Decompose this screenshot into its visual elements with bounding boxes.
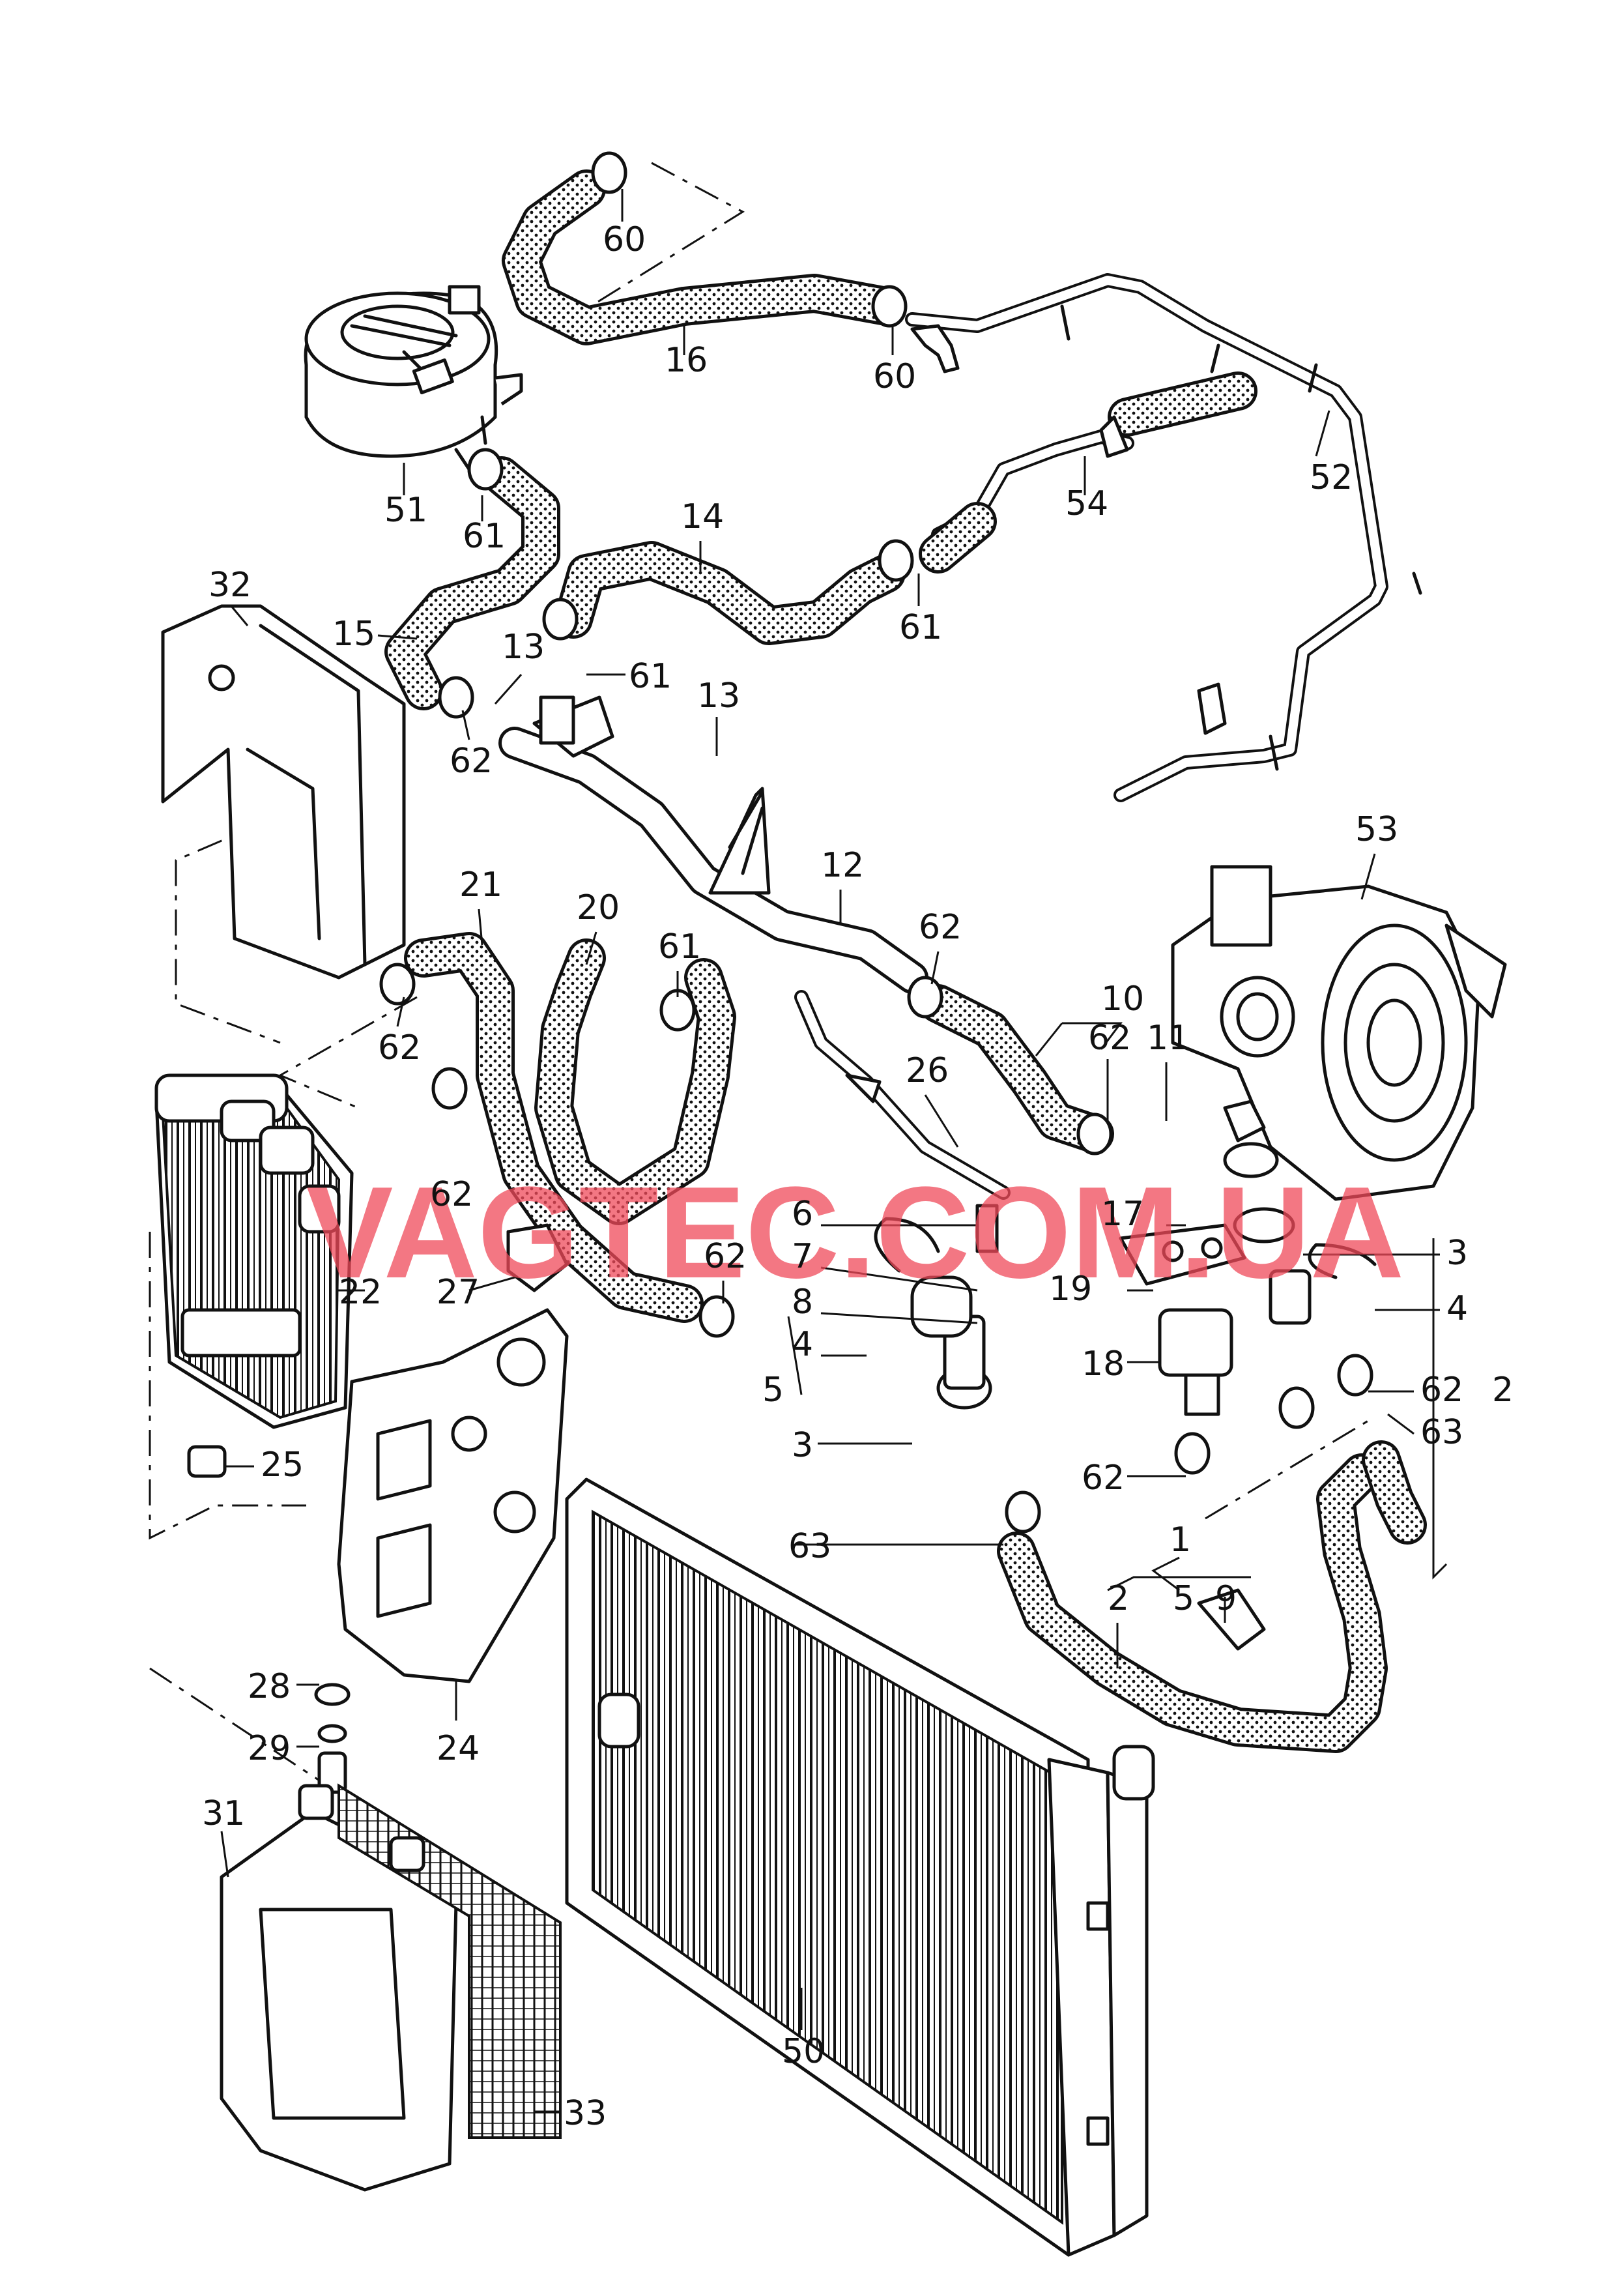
leader-lines	[220, 189, 1448, 2113]
mounting-bracket	[337, 1308, 569, 1683]
callout-label: 31	[202, 1794, 245, 1833]
callout-label: 4	[1446, 1289, 1468, 1328]
callout-label: 20	[577, 888, 620, 927]
callout-label: 5	[1173, 1579, 1194, 1618]
callout-label: 61	[899, 608, 942, 647]
callout-label: 6	[792, 1195, 813, 1234]
callout-label: 51	[384, 491, 427, 530]
callout-label: 27	[437, 1273, 480, 1312]
small-parts	[187, 1142, 1377, 1957]
callout-label: 61	[658, 927, 701, 966]
callout-label: 62	[1082, 1459, 1125, 1498]
callout-label: 12	[821, 846, 864, 885]
coolant-hose-lower	[997, 1440, 1427, 1753]
callout-label: 5	[762, 1371, 784, 1410]
callout-label: 62	[919, 908, 962, 947]
callout-label: 9	[1215, 1579, 1237, 1618]
coolant-hose-14	[554, 502, 997, 645]
auxiliary-radiator	[154, 1073, 354, 1429]
callout-label: 11	[1147, 1019, 1190, 1058]
callout-label: 29	[248, 1729, 291, 1768]
coolant-pipe-12	[498, 695, 928, 994]
callout-label: 62	[430, 1175, 473, 1214]
callout-label: 15	[332, 615, 375, 654]
callout-label: 60	[873, 357, 916, 396]
callout-label: 10	[1101, 980, 1144, 1019]
coolant-hose-20	[534, 938, 736, 1225]
callout-label: 50	[782, 2032, 825, 2071]
callout-label: 62	[704, 1237, 747, 1276]
coolant-hose-16	[502, 169, 906, 345]
callout-label: 63	[788, 1527, 831, 1566]
callout-label: 53	[1355, 810, 1398, 849]
callout-label: 13	[502, 628, 545, 667]
coolant-hose-15	[384, 456, 560, 710]
callout-label: 17	[1101, 1195, 1144, 1234]
callout-label: 19	[1049, 1270, 1092, 1309]
main-radiator	[565, 1477, 1155, 2257]
callout-label: 3	[1446, 1234, 1468, 1273]
callout-label: 2	[1108, 1579, 1129, 1618]
thermostat-housing	[1171, 865, 1507, 1201]
callout-label: 3	[792, 1426, 813, 1465]
callout-label: 33	[564, 2094, 607, 2133]
watermark: VAGTEC.COM.UA	[306, 1160, 1404, 1305]
coolant-hose-10	[919, 984, 1114, 1154]
callout-label: 18	[1082, 1344, 1125, 1384]
callout-label: 62	[1420, 1371, 1463, 1410]
callout-label: 8	[792, 1283, 813, 1322]
hose-clamps	[379, 151, 1373, 1533]
callout-label: 52	[1310, 458, 1353, 497]
coolant-hose-21	[404, 932, 704, 1323]
callout-label: 32	[208, 566, 251, 605]
callout-label: 21	[459, 865, 502, 905]
callout-label: 22	[339, 1273, 382, 1312]
callout-label: 63	[1420, 1413, 1463, 1452]
callout-label: 14	[681, 497, 724, 536]
callout-label: 1	[1170, 1520, 1191, 1560]
callout-labels: 60 60 16 51 61 52 54 14 32 15 13 61 61 6…	[202, 220, 1514, 2133]
coolant-pipe-26	[794, 990, 1011, 1200]
callout-label: 62	[378, 1028, 421, 1068]
callout-label: 61	[463, 517, 506, 556]
callout-label: 61	[629, 657, 672, 696]
callout-label: 62	[450, 742, 493, 781]
callout-label: 4	[792, 1325, 813, 1364]
coolant-pipe	[905, 273, 1422, 802]
callout-label: 24	[437, 1729, 480, 1768]
callout-label: 54	[1065, 484, 1108, 523]
callout-label: 26	[906, 1051, 949, 1090]
callout-label: 25	[261, 1446, 304, 1485]
callout-label: 28	[248, 1667, 291, 1706]
callout-label: 7	[792, 1237, 813, 1276]
expansion-tank	[304, 285, 523, 471]
callout-label: 16	[665, 341, 708, 380]
air-duct	[220, 1783, 562, 2192]
callout-label: 60	[603, 220, 646, 259]
callout-label: 2	[1492, 1371, 1514, 1410]
callout-label: 13	[697, 676, 740, 716]
callout-label: 62	[1088, 1019, 1131, 1058]
air-guide	[161, 604, 406, 980]
